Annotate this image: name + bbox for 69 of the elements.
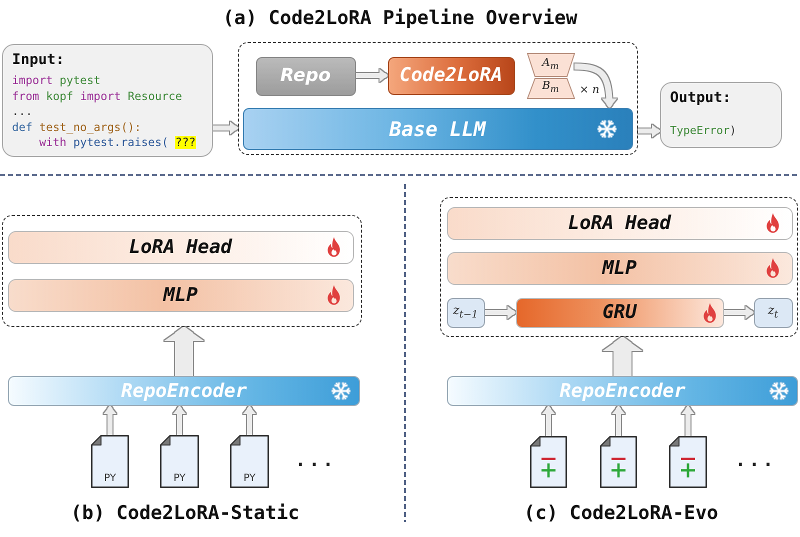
- math-label: z$_{t}$: [768, 304, 778, 321]
- arrow: [638, 124, 660, 138]
- file-diff-icon: [669, 436, 707, 488]
- matrix-label: B$_{m}$: [542, 80, 559, 96]
- file-document: [91, 435, 129, 488]
- dashed-frame: [440, 197, 798, 337]
- bar-label: MLP: [602, 258, 637, 278]
- layer-bar: [8, 230, 354, 264]
- panel-heading: Output:: [670, 89, 732, 107]
- beside-label: × n: [580, 82, 600, 96]
- encoder-bar: [447, 376, 798, 406]
- panel-caption: (b) Code2LoRA-Static: [70, 502, 300, 524]
- code-panel: [660, 82, 782, 148]
- arrow: [602, 337, 642, 376]
- ellipsis: ...: [735, 452, 777, 470]
- bar-label: LoRA Head: [568, 212, 671, 234]
- arrow: [173, 406, 186, 435]
- arrow: [213, 122, 238, 134]
- state-box: [754, 298, 792, 328]
- trapezoid: [526, 52, 574, 76]
- arrow: [542, 406, 555, 436]
- arrow: [682, 406, 694, 436]
- bar-label: MLP: [163, 284, 198, 306]
- layer-bar: [446, 252, 792, 284]
- layer-bar: [516, 298, 724, 328]
- module-label: Code2LoRA: [400, 65, 502, 86]
- arrow: [484, 306, 516, 319]
- trapezoid: [526, 78, 574, 98]
- bar-label: GRU: [602, 302, 637, 323]
- arrow: [612, 406, 625, 436]
- panel-caption: (c) Code2LoRA-Evo: [524, 502, 718, 524]
- code-line: ...: [12, 104, 32, 120]
- arrow: [243, 406, 256, 435]
- code-panel: [2, 44, 213, 157]
- file-diff-icon: [530, 436, 567, 488]
- layer-bar: [446, 206, 792, 240]
- file-type-label: PY: [244, 473, 256, 484]
- code-line: import pytest: [12, 73, 100, 88]
- model-bar: [242, 108, 632, 150]
- code-line: TypeError): [670, 123, 736, 138]
- state-box: [446, 298, 484, 328]
- code-line: def test_no_args():: [12, 120, 142, 135]
- bar-label: Base LLM: [389, 118, 486, 140]
- file-diff-icon: [600, 436, 637, 488]
- dashed-frame: [2, 215, 362, 327]
- bar-label: RepoEncoder: [560, 380, 686, 402]
- arrow: [724, 306, 754, 319]
- file-type-label: PY: [174, 473, 186, 484]
- module-box: [388, 56, 514, 94]
- bar-label: LoRA Head: [129, 236, 232, 258]
- arrow: [104, 406, 116, 435]
- code-line: with pytest.raises( ???: [39, 135, 196, 150]
- module-box: [256, 56, 356, 96]
- panel-heading: Input:: [12, 51, 64, 69]
- panel-title: (a) Code2LoRA Pipeline Overview: [222, 7, 578, 29]
- matrix-label: A$_{m}$: [542, 56, 559, 72]
- arrow: [164, 327, 204, 376]
- layer-bar: [8, 278, 354, 312]
- math-label: z$_{t−1}$: [452, 304, 478, 321]
- encoder-bar: [8, 376, 360, 406]
- bar-label: RepoEncoder: [121, 380, 247, 402]
- dashed-frame: [238, 42, 638, 155]
- file-type-label: PY: [104, 473, 116, 484]
- file-document: [160, 435, 199, 488]
- arrow: [356, 69, 388, 82]
- code-line: from kopf import Resource: [12, 88, 182, 104]
- file-document: [230, 435, 269, 488]
- module-label: Repo: [280, 66, 331, 86]
- ellipsis: ...: [295, 452, 337, 470]
